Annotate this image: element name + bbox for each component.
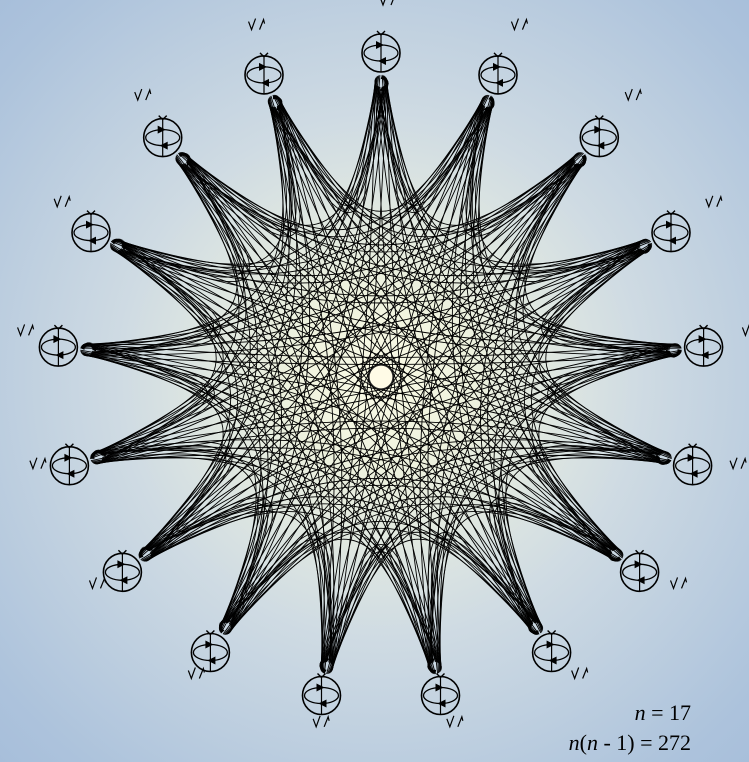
check-arrow-pair-icon xyxy=(135,89,151,100)
node-5 xyxy=(685,324,749,366)
node-6 xyxy=(674,444,746,485)
left-arrow-icon xyxy=(66,470,74,478)
edge-arrow xyxy=(472,105,671,354)
edge-arrow xyxy=(387,79,543,627)
edge-arrow xyxy=(181,164,645,283)
center-marker xyxy=(369,365,393,389)
node-14 xyxy=(18,324,78,366)
check-arrow-pair-icon xyxy=(706,196,722,207)
edge-arrow xyxy=(332,161,586,671)
left-arrow-icon xyxy=(701,351,709,359)
node-7 xyxy=(621,550,687,591)
edge-arrow xyxy=(100,450,439,663)
left-arrow-icon xyxy=(207,657,215,665)
edge-arrow xyxy=(498,448,661,625)
check-arrow-pair-icon xyxy=(380,0,396,5)
check-arrow-pair-icon xyxy=(313,716,329,727)
right-arrow-icon xyxy=(64,454,72,462)
check-arrow-pair-icon xyxy=(18,324,34,335)
check-arrow-pair-icon xyxy=(30,458,46,469)
node-11 xyxy=(188,631,229,679)
node-8 xyxy=(533,631,588,679)
right-arrow-icon xyxy=(699,335,707,343)
node-15 xyxy=(54,196,110,252)
formula-block: n = 17 n(n - 1) = 272 xyxy=(491,698,691,762)
edge-arrow xyxy=(525,156,681,347)
edge-count-formula: n(n - 1) = 272 xyxy=(491,728,691,758)
right-arrow-icon xyxy=(205,641,213,649)
right-arrow-icon xyxy=(259,63,267,71)
left-arrow-icon xyxy=(549,657,557,665)
left-arrow-icon xyxy=(378,57,386,65)
node-1 xyxy=(362,0,400,72)
left-arrow-icon xyxy=(261,79,269,87)
edge-arrow xyxy=(91,105,290,354)
node-12 xyxy=(89,550,141,591)
right-arrow-icon xyxy=(688,454,696,462)
right-arrow-icon xyxy=(635,560,643,568)
check-arrow-pair-icon xyxy=(89,577,105,588)
edge-arrow xyxy=(512,158,623,555)
check-arrow-pair-icon xyxy=(625,89,641,100)
node-9 xyxy=(422,674,463,727)
check-arrow-pair-icon xyxy=(671,577,687,588)
edge-arrow xyxy=(101,448,264,625)
check-arrow-pair-icon xyxy=(742,324,749,335)
edge-arrow xyxy=(145,478,617,549)
left-arrow-icon xyxy=(668,237,676,245)
left-arrow-icon xyxy=(495,79,503,87)
left-arrow-icon xyxy=(319,700,327,708)
node-3 xyxy=(580,89,641,157)
node-13 xyxy=(30,444,88,485)
edge-arrow xyxy=(179,164,673,355)
right-arrow-icon xyxy=(493,63,501,71)
edge-arrow xyxy=(324,450,663,663)
edge-arrow xyxy=(88,164,582,355)
check-arrow-pair-icon xyxy=(511,19,527,30)
node-10 xyxy=(303,674,341,727)
right-arrow-icon xyxy=(436,684,444,692)
right-arrow-icon xyxy=(317,684,325,692)
left-arrow-icon xyxy=(596,142,604,150)
right-arrow-icon xyxy=(376,41,384,49)
edge-arrow xyxy=(176,161,430,671)
edge-arrow xyxy=(222,345,673,624)
left-arrow-icon xyxy=(160,142,168,150)
edge-arrow xyxy=(117,164,581,283)
right-arrow-icon xyxy=(547,641,555,649)
right-arrow-icon xyxy=(53,335,61,343)
edge-arrow xyxy=(219,79,375,627)
check-arrow-pair-icon xyxy=(54,196,70,207)
edge-arrow xyxy=(89,345,540,624)
right-arrow-icon xyxy=(158,126,166,134)
edge-arrow xyxy=(185,153,669,453)
node-4 xyxy=(652,196,722,252)
node-17 xyxy=(245,19,283,94)
node-16 xyxy=(135,89,182,157)
left-arrow-icon xyxy=(55,351,63,359)
node-count-formula: n = 17 xyxy=(491,698,691,728)
check-arrow-pair-icon xyxy=(730,458,746,469)
check-arrow-pair-icon xyxy=(572,668,588,679)
edge-arrow xyxy=(81,156,237,347)
edge-arrow xyxy=(139,158,250,555)
right-arrow-icon xyxy=(666,221,674,229)
left-arrow-icon xyxy=(88,237,96,245)
right-arrow-icon xyxy=(594,126,602,134)
right-arrow-icon xyxy=(86,221,94,229)
check-arrow-pair-icon xyxy=(447,716,463,727)
left-arrow-icon xyxy=(690,470,698,478)
right-arrow-icon xyxy=(117,560,125,568)
left-arrow-icon xyxy=(637,576,645,584)
left-arrow-icon xyxy=(438,700,446,708)
edge-arrow xyxy=(91,445,226,558)
edge-arrow xyxy=(93,153,577,453)
node-2 xyxy=(479,19,527,94)
check-arrow-pair-icon xyxy=(249,19,265,30)
left-arrow-icon xyxy=(119,576,127,584)
